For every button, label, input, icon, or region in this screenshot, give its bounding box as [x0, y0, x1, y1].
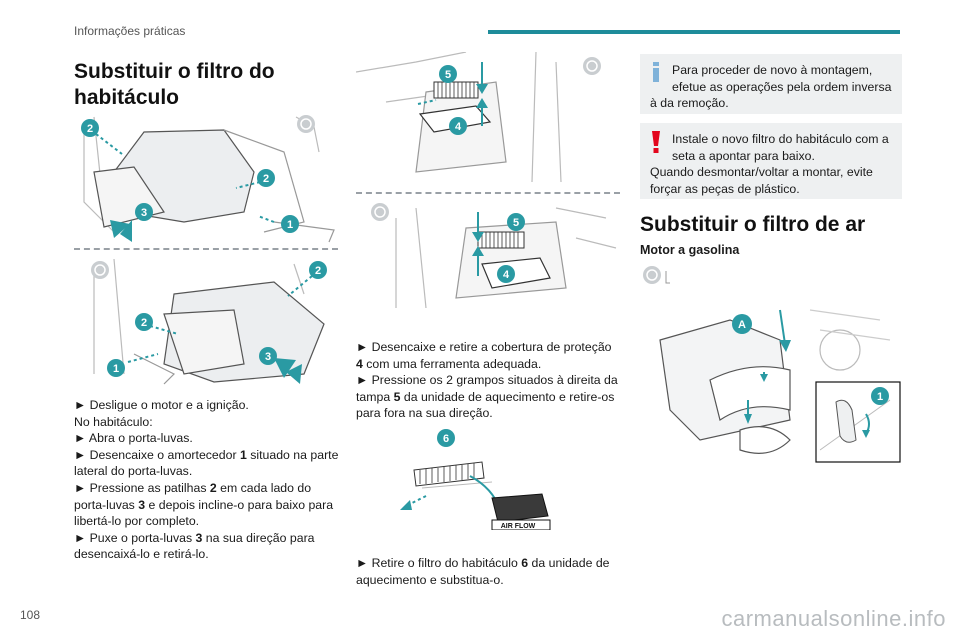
badge: 3 [265, 351, 271, 363]
page-number: 108 [20, 608, 41, 622]
watermark: carmanualsonline.info [721, 606, 946, 631]
cabin-filter-illustration: AIR FLOW 6 [400, 429, 551, 530]
badge: A [738, 319, 746, 331]
section-title-cabin-filter: Substituir o filtro do habitáculo [74, 60, 275, 109]
badge: 2 [141, 317, 147, 329]
badge: 1 [287, 219, 293, 231]
glovebox-removal-illustration-2: 2 2 3 1 [91, 258, 327, 385]
info-icon [653, 62, 659, 82]
warning-icon [652, 131, 660, 153]
figure-separator [74, 248, 338, 250]
info-note: Para proceder de novo à montagem, efetue… [640, 54, 902, 114]
badge: 2 [263, 173, 269, 185]
badge: 6 [443, 433, 449, 445]
col2-instructions-1: ► Desencaixe e retire a cobertura de pro… [356, 340, 618, 421]
air-flow-label: AIR FLOW [501, 523, 536, 530]
col1-instructions: ► Desligue o motor e a ignição. No habit… [74, 398, 339, 562]
badge: 5 [445, 69, 451, 81]
running-header: Informações práticas [74, 24, 186, 38]
glovebox-removal-illustration-1: 2 2 3 1 [81, 115, 335, 243]
badge: 1 [877, 391, 883, 403]
badge: 3 [141, 207, 147, 219]
heater-cover-illustration-1: 5 4 [356, 52, 601, 183]
subheading-petrol-engine: Motor a gasolina [640, 243, 740, 257]
heater-cover-illustration-2: 5 4 [371, 203, 617, 308]
warning-note: Instale o novo filtro do habitáculo com … [640, 123, 902, 199]
badge: 2 [87, 123, 93, 135]
badge: 2 [315, 265, 321, 277]
col2-instructions-2: ► Retire o filtro do habitáculo 6 da uni… [356, 556, 610, 587]
air-filter-illustration: A 1 [659, 309, 901, 463]
section-title-air-filter: Substituir o filtro de ar [640, 213, 866, 236]
badge: 1 [113, 363, 119, 375]
badge: 4 [455, 121, 462, 133]
figure-separator [356, 192, 620, 194]
steering-wheel-icon [643, 266, 670, 284]
badge: 4 [503, 269, 510, 281]
badge: 5 [513, 217, 519, 229]
header-accent-bar [488, 30, 900, 34]
